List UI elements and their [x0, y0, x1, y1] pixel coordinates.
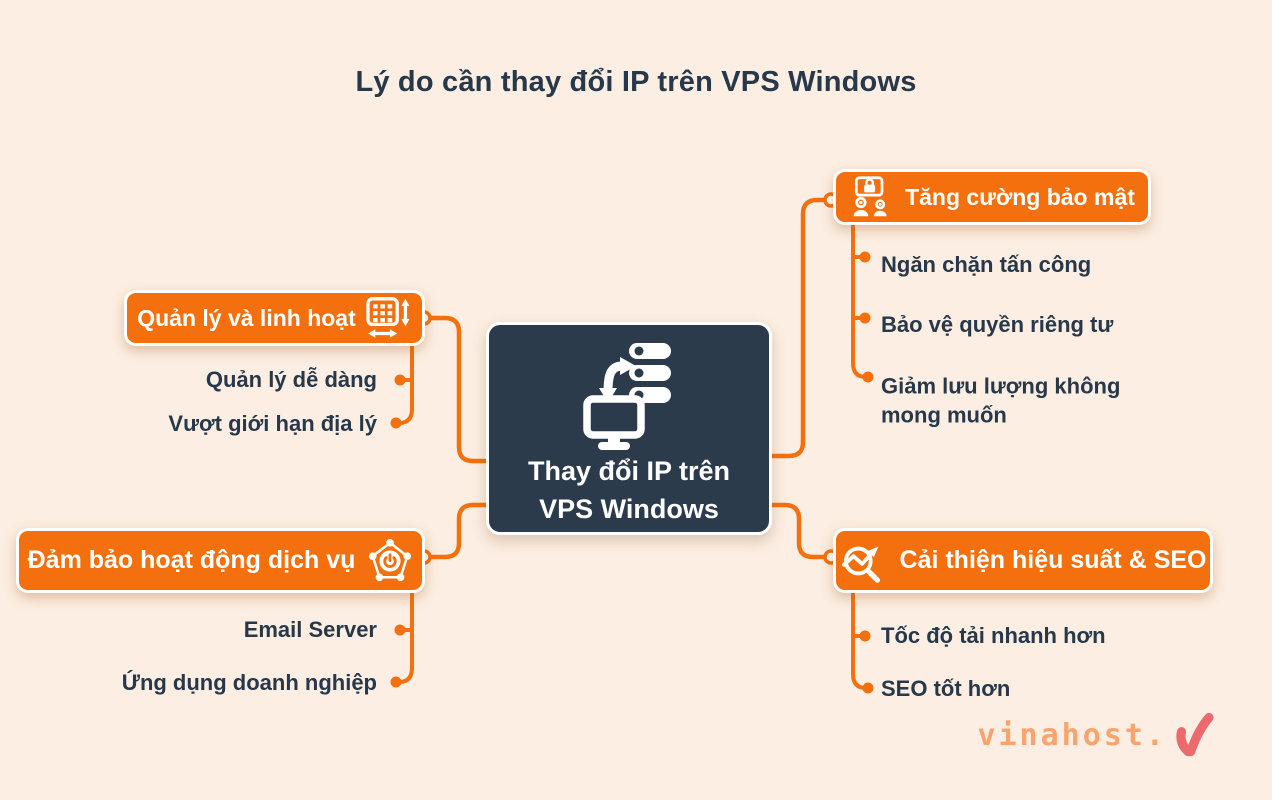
logo-text: vinahost.: [977, 717, 1167, 753]
item-seo-1: Tốc độ tải nhanh hơn: [881, 623, 1106, 648]
item-seo-2: SEO tốt hơn: [881, 676, 1011, 701]
subtree-security: [851, 221, 868, 379]
secure-meeting-icon: [853, 176, 887, 217]
branch-service: Đảm bảo hoạt động dịch vụ: [16, 528, 425, 593]
service-network-icon: [369, 538, 412, 581]
branch-management-label: Quản lý và linh hoạt: [137, 304, 356, 331]
branch-service-label: Đảm bảo hoạt động dịch vụ: [27, 546, 356, 574]
seo-analytics-icon: [841, 546, 880, 583]
center-line-1: Thay đổi IP trên: [527, 456, 731, 486]
subtree-management: [397, 344, 414, 425]
subtree-service: [397, 590, 414, 684]
branch-seo-label: Cải thiện hiệu suất & SEO: [899, 546, 1207, 574]
subtree-dots: [390, 251, 874, 694]
item-service-1: Email Server: [243, 617, 377, 642]
center-node-title: Thay đổi IP trên VPS Windows: [528, 453, 730, 529]
item-management-1: Quản lý dễ dàng: [205, 367, 377, 392]
flexible-table-icon: [366, 297, 410, 338]
logo-v-mark-icon: [1176, 712, 1214, 757]
center-node: Thay đổi IP trên VPS Windows: [486, 322, 772, 535]
ip-change-icon: [583, 343, 671, 450]
page-title: Lý do cần thay đổi IP trên VPS Windows: [355, 66, 917, 98]
item-security-2: Bảo vệ quyền riêng tư: [881, 312, 1114, 337]
branch-management: Quản lý và linh hoạt: [124, 290, 425, 346]
connector-management: [421, 315, 490, 464]
vinahost-logo: vinahost.: [977, 712, 1214, 758]
connector-service: [423, 502, 490, 560]
item-service-2: Ứng dụng doanh nghiệp: [121, 670, 377, 695]
branch-seo: Cải thiện hiệu suất & SEO: [833, 528, 1213, 593]
branch-security: Tăng cường bảo mật: [833, 169, 1151, 225]
item-security-3: Giảm lưu lượng không mong muốn: [881, 373, 1121, 428]
center-line-2: VPS Windows: [539, 493, 719, 524]
branch-security-label: Tăng cường bảo mật: [905, 183, 1135, 210]
item-management-2: Vượt giới hạn địa lý: [168, 411, 377, 436]
connector-seo: [768, 502, 833, 560]
item-security-1: Ngăn chặn tấn công: [881, 252, 1092, 277]
connector-security: [768, 197, 834, 459]
